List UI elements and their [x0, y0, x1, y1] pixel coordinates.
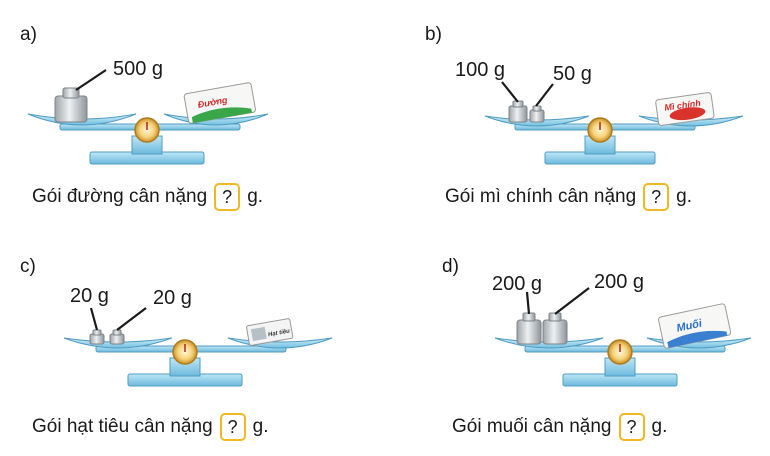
answer-box[interactable]: ? — [618, 413, 645, 441]
panel-label: c) — [20, 256, 36, 277]
svg-text:Hạt tiêu: Hạt tiêu — [268, 328, 291, 338]
answer-box[interactable]: ? — [219, 413, 246, 441]
weight-label: 20 g — [153, 287, 192, 309]
question-prefix: Gói đường cân nặng — [32, 186, 208, 207]
weight-pointer — [535, 83, 554, 107]
weight-label: 20 g — [70, 285, 109, 307]
weight-label: 500 g — [113, 58, 163, 80]
answer-box[interactable]: ? — [643, 183, 670, 211]
weight-pointer — [525, 291, 531, 315]
weight-label: 100 g — [455, 59, 505, 81]
question-sentence: Gói mì chính cân nặng ? g. — [445, 183, 692, 211]
panel-a: a) 500 g Đường Gói đường cân nặng ? g. — [0, 0, 385, 228]
salt-package: Muối — [658, 303, 732, 349]
weight-500g — [54, 87, 88, 123]
question-prefix: Gói mì chính cân nặng — [445, 186, 637, 207]
weight-pointer — [501, 81, 519, 103]
weight-20g — [109, 329, 125, 345]
weight-pointer — [554, 287, 590, 315]
unit-label: g. — [676, 186, 693, 207]
question-sentence: Gói muối cân nặng ? g. — [452, 413, 667, 441]
weight-label: 50 g — [553, 63, 592, 85]
weight-200g — [542, 312, 568, 345]
scale-illustration: 500 g Đường — [27, 58, 269, 165]
weight-20g — [89, 329, 105, 345]
weight-200g — [516, 312, 542, 345]
svg-text:Muối: Muối — [676, 317, 705, 334]
answer-box[interactable]: ? — [214, 183, 241, 211]
panel-label: b) — [425, 24, 442, 45]
weight-label: 200 g — [594, 271, 644, 293]
scale-illustration: 20 g 20 g Hạt tiêu — [63, 285, 333, 387]
weight-50g — [529, 105, 545, 123]
msg-package: Mì chính — [655, 92, 715, 126]
panel-label: a) — [20, 24, 37, 45]
weight-100g — [508, 100, 528, 123]
pepper-package: Hạt tiêu — [246, 318, 294, 346]
weight-label: 200 g — [492, 273, 542, 295]
question-sentence: Gói đường cân nặng ? g. — [32, 183, 263, 211]
weight-pointer — [75, 69, 107, 91]
panel-label: d) — [442, 256, 459, 277]
unit-label: g. — [247, 186, 264, 207]
weight-pointer — [116, 307, 147, 331]
scale-illustration: 200 g 200 g Muối — [492, 271, 752, 387]
question-prefix: Gói muối cân nặng — [452, 416, 612, 437]
panel-c: c) 20 g 20 g Hạt tiêu Gói hạt tiêu cân n… — [0, 228, 385, 456]
panel-d: d) 200 g 200 g Muối Gói muối cân nặng ? — [385, 228, 770, 456]
question-sentence: Gói hạt tiêu cân nặng ? g. — [32, 413, 269, 441]
unit-label: g. — [651, 416, 668, 437]
panel-b: b) 100 g 50 g Mì chính Gói mì chính cân … — [385, 0, 770, 228]
weight-pointer — [89, 307, 99, 331]
question-prefix: Gói hạt tiêu cân nặng — [32, 416, 213, 437]
scale-illustration: 100 g 50 g Mì chính — [455, 59, 744, 165]
unit-label: g. — [252, 416, 269, 437]
sugar-package: Đường — [183, 82, 256, 124]
